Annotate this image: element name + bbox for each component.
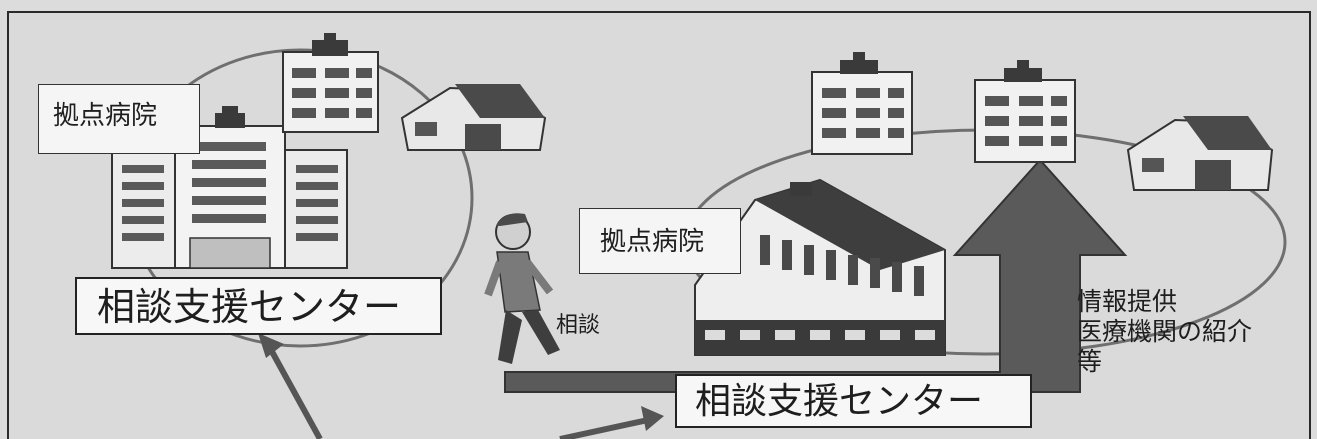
- right-hospital-label: 拠点病院: [579, 208, 741, 274]
- consultation-caption: 相談: [556, 313, 601, 338]
- right-clinic-icon-2: [974, 60, 1076, 163]
- info-line: 医療機関の紹介: [1077, 317, 1253, 346]
- right-consultation-center-label: 相談支援センター: [675, 374, 1032, 428]
- info-services-text: 情報提供 医療機関の紹介 等: [1077, 287, 1252, 377]
- info-arrow-up: [504, 158, 1128, 393]
- left-clinic-icon: [282, 33, 379, 133]
- consulting-person-figure: [484, 213, 560, 364]
- info-line: 情報提供: [1077, 287, 1178, 316]
- left-consultation-center-label: 相談支援センター: [75, 277, 442, 335]
- referral-arrow-left: [258, 333, 323, 439]
- referral-arrow-right: [559, 406, 664, 439]
- right-clinic-icon-1: [811, 52, 913, 155]
- right-hospital-building: [694, 178, 946, 356]
- left-hospital-label: 拠点病院: [38, 84, 200, 154]
- left-hospital-building: [111, 106, 348, 269]
- left-house-icon: [400, 84, 547, 151]
- right-house-icon: [1126, 116, 1274, 191]
- info-line: 等: [1077, 347, 1103, 376]
